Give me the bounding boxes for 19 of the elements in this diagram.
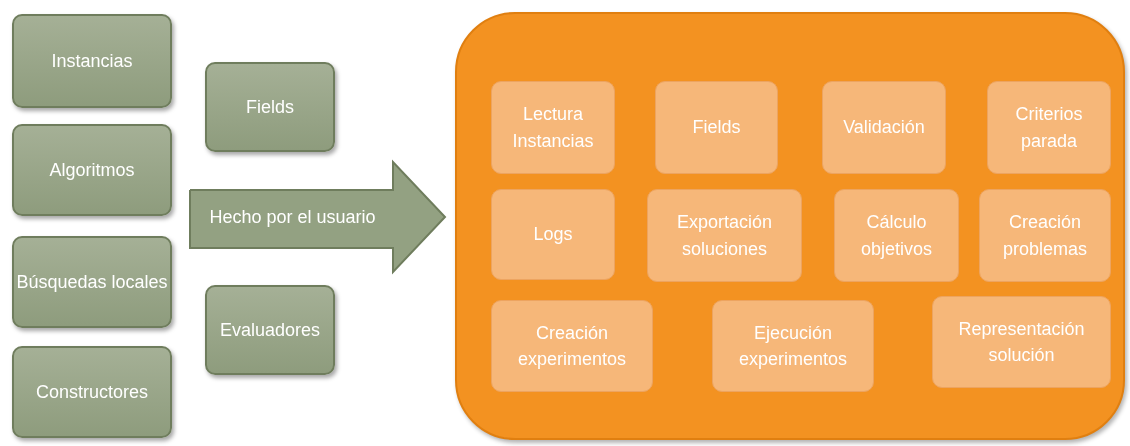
component-box: Lectura Instancias <box>491 81 615 174</box>
user-component-box: Constructores <box>12 346 172 438</box>
component-box: Exportación soluciones <box>647 189 802 282</box>
user-component-box: Búsquedas locales <box>12 236 172 328</box>
component-box: Fields <box>655 81 778 174</box>
component-box: Creación experimentos <box>491 300 653 392</box>
component-box: Logs <box>491 189 615 280</box>
user-component-box: Evaluadores <box>205 285 335 375</box>
component-box: Cálculo objetivos <box>834 189 959 282</box>
component-box: Ejecución experimentos <box>712 300 874 392</box>
user-component-box: Instancias <box>12 14 172 108</box>
component-box: Creación problemas <box>979 189 1111 282</box>
component-box: Criterios parada <box>987 81 1111 174</box>
user-component-box: Fields <box>205 62 335 152</box>
user-component-box: Algoritmos <box>12 124 172 216</box>
block-arrow-node: Hecho por el usuario <box>190 162 445 272</box>
component-box: Validación <box>822 81 946 174</box>
framework-container <box>455 12 1125 440</box>
component-box: Representación solución <box>932 296 1111 388</box>
